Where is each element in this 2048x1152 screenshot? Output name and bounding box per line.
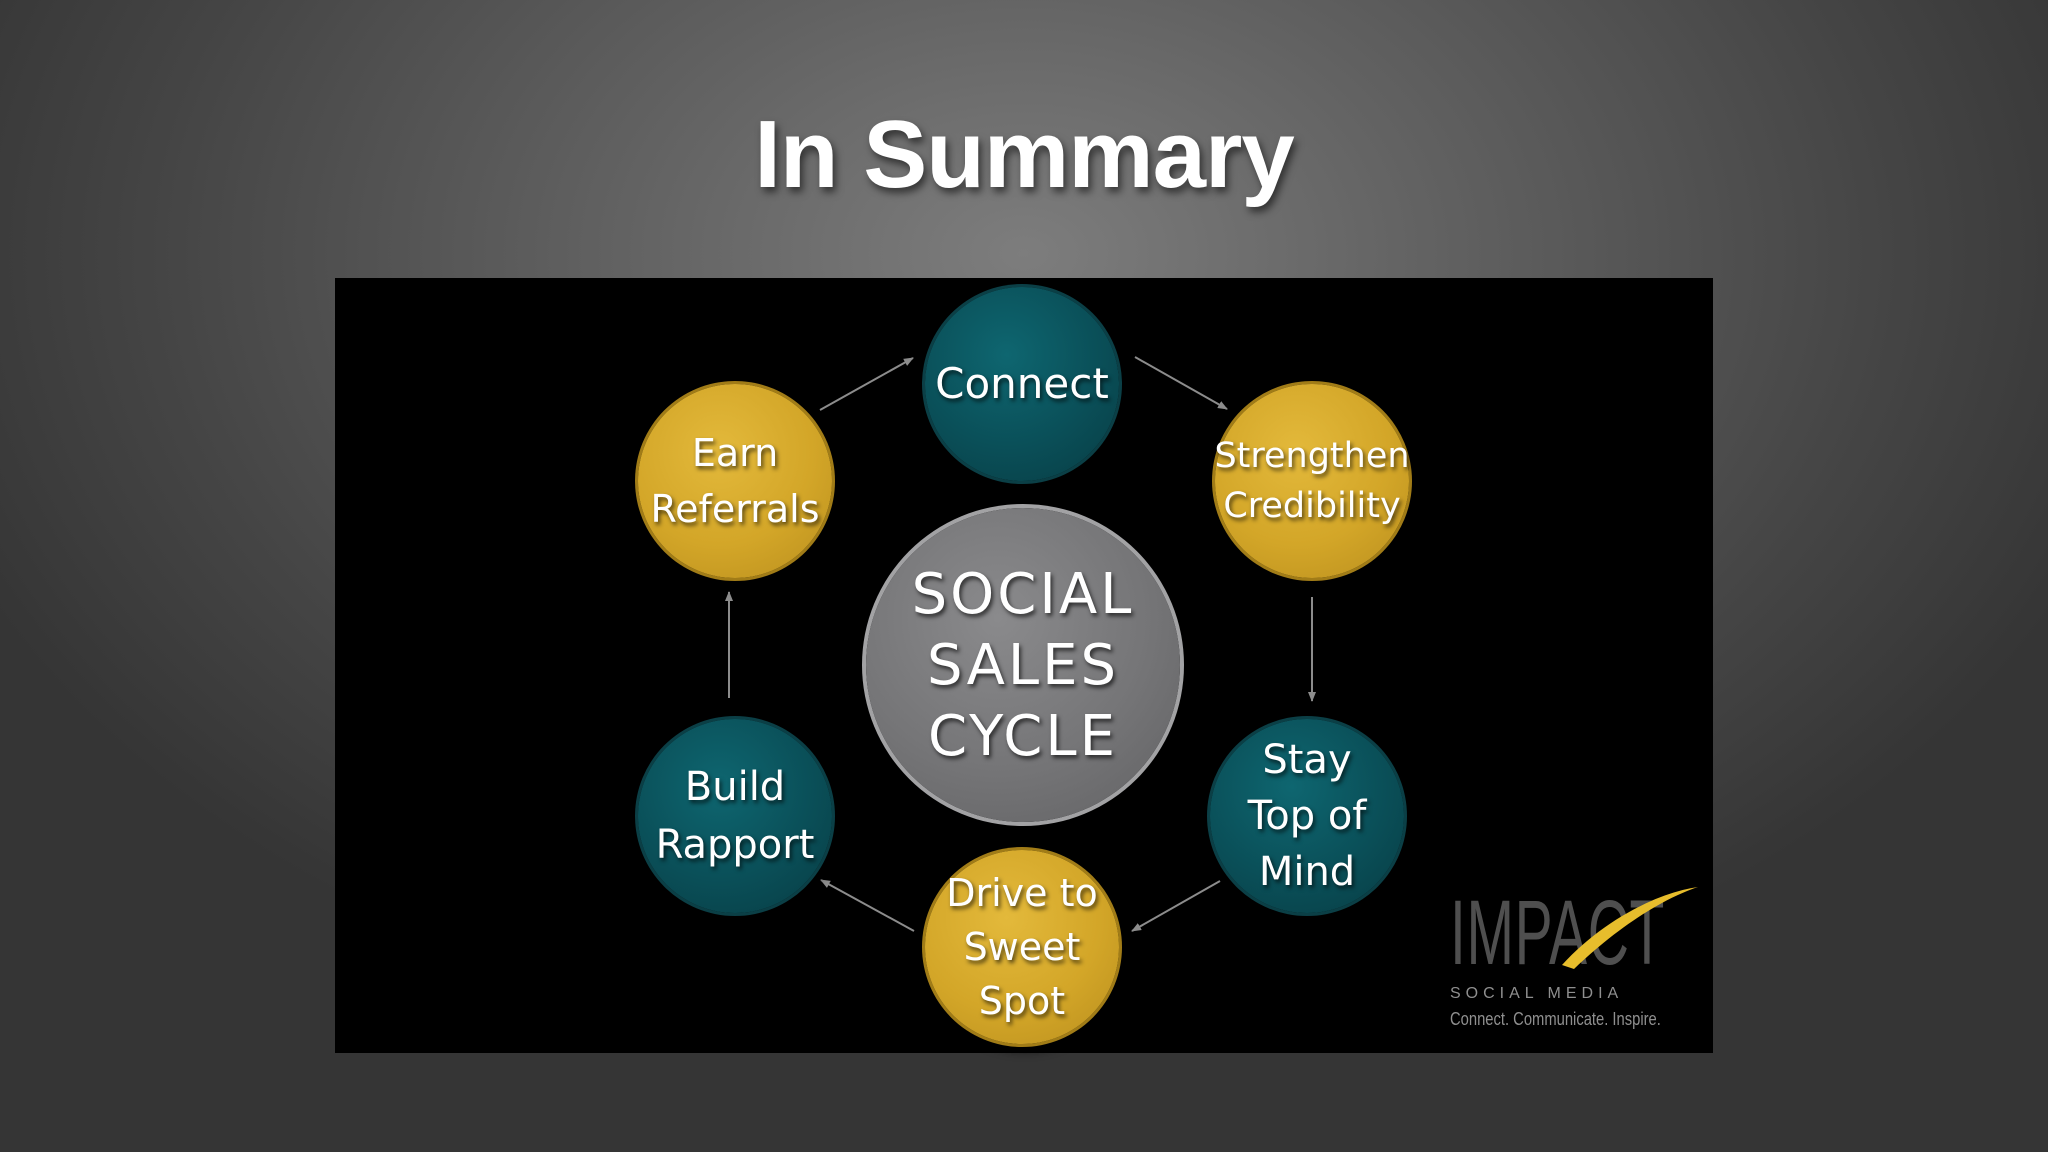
node-strengthen-credibility-label: Strengthen Credibility bbox=[1214, 436, 1410, 526]
node-drive-to-sweet-spot: Drive to Sweet Spot bbox=[925, 850, 1119, 1044]
node-earn-referrals-label: Earn Referrals bbox=[650, 431, 820, 531]
node-connect: Connect bbox=[925, 287, 1119, 481]
center-node-label: SOCIAL SALES CYCLE bbox=[911, 561, 1135, 769]
edge-stay-top-of-mind-to-drive-to-sweet-spot bbox=[1131, 880, 1221, 932]
node-connect-label: Connect bbox=[935, 359, 1109, 408]
node-earn-referrals: Earn Referrals bbox=[638, 384, 832, 578]
logo-swoosh-icon bbox=[1562, 887, 1698, 969]
center-node: SOCIAL SALES CYCLE bbox=[866, 508, 1180, 822]
edge-connect-to-strengthen-credibility bbox=[1134, 356, 1228, 410]
node-stay-top-of-mind-label: Stay Top of Mind bbox=[1247, 737, 1367, 895]
impact-logo: IMPACT SOCIAL MEDIA Connect. Communicate… bbox=[1450, 883, 1700, 1043]
node-strengthen-credibility: Strengthen Credibility bbox=[1214, 384, 1410, 578]
diagram-panel: Connect Strengthen Credibility Stay Top … bbox=[335, 278, 1713, 1053]
node-build-rapport-label: Build Rapport bbox=[655, 764, 815, 868]
logo-tagline: Connect. Communicate. Inspire. bbox=[1450, 1009, 1661, 1029]
node-stay-top-of-mind: Stay Top of Mind bbox=[1210, 719, 1404, 913]
edge-earn-referrals-to-connect bbox=[819, 357, 914, 411]
node-drive-to-sweet-spot-label: Drive to Sweet Spot bbox=[946, 871, 1098, 1023]
logo-subtitle: SOCIAL MEDIA bbox=[1450, 985, 1624, 1002]
logo-word: IMPACT bbox=[1450, 882, 1665, 984]
edge-drive-to-sweet-spot-to-build-rapport bbox=[820, 879, 915, 932]
node-build-rapport: Build Rapport bbox=[638, 719, 832, 913]
edges-layer bbox=[725, 356, 1316, 932]
slide-title: In Summary bbox=[754, 101, 1295, 208]
